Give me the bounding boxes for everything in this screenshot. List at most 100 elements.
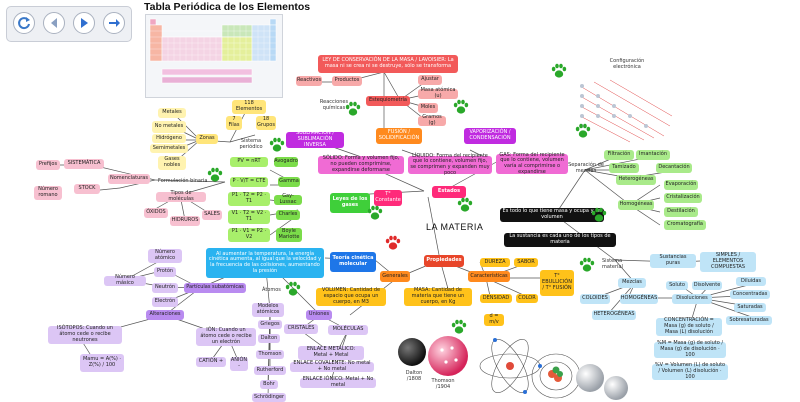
node-particulas[interactable]: Partículas subatómicas	[184, 283, 246, 293]
node-estados[interactable]: Estados	[432, 186, 466, 198]
node-p1-t1[interactable]: P1 · T2 = P2 · T1	[228, 192, 270, 206]
node-cristales[interactable]: CRISTALES	[284, 324, 318, 334]
node-metales[interactable]: Metales	[158, 108, 186, 118]
node-numero-romano[interactable]: Número romano	[34, 186, 62, 200]
node-moles[interactable]: Moles	[418, 103, 438, 113]
node-generales[interactable]: Generales	[380, 271, 410, 282]
node-tamizado[interactable]: Tamizado	[609, 163, 639, 173]
node-charles[interactable]: Charles	[276, 210, 300, 220]
node-anion[interactable]: ANIÓN -	[230, 357, 248, 371]
node-enlace-metalico[interactable]: ENLACE METÁLICO: Metal + Metal	[298, 346, 364, 360]
node-homogeneas-up[interactable]: HOMOGÉNEAS	[620, 294, 658, 304]
node-coloides[interactable]: COLOIDES	[580, 294, 610, 304]
node-filtracion[interactable]: Filtración	[604, 150, 634, 160]
node-vaporizacion[interactable]: VAPORIZACIÓN / CONDENSACIÓN	[464, 128, 516, 144]
node-soluto[interactable]: Soluto	[666, 281, 688, 290]
node-diluidas[interactable]: Diluidas	[736, 277, 766, 286]
node-sales[interactable]: SALES	[202, 210, 222, 220]
node-semimetales[interactable]: Semimetales	[150, 144, 188, 153]
node-no-metales[interactable]: No metales	[152, 121, 186, 133]
node-sistematica[interactable]: SISTEMÁTICA	[64, 159, 104, 169]
node-sustancia[interactable]: La sustancia es cada uno de los tipos de…	[504, 233, 616, 247]
node-sabor[interactable]: SABOR	[514, 258, 538, 267]
node-concentracion[interactable]: CONCENTRACIÓN = Masa (g) de soluto / Mas…	[656, 318, 722, 336]
node-tipos-moleculas[interactable]: Tipos de moléculas	[156, 190, 206, 202]
node-concentradas[interactable]: Concentradas	[730, 290, 770, 299]
node-gases-nobles[interactable]: Gases nobles	[158, 156, 186, 170]
node-t-constante[interactable]: T° Constante	[374, 190, 402, 206]
node-hidruros[interactable]: HIDRUROS	[170, 216, 200, 226]
node-disoluciones[interactable]: Disoluciones	[672, 294, 712, 304]
node-thomson[interactable]: Thomson	[256, 350, 284, 359]
node-masa[interactable]: MASA: Cantidad de materia que tiene un c…	[404, 288, 472, 306]
node-gramos[interactable]: Gramos (g)	[418, 114, 446, 126]
node-propiedades[interactable]: Propiedades	[424, 255, 464, 267]
node-masa-atomica[interactable]: Masa atómica (u)	[418, 87, 458, 99]
node-disolvente[interactable]: Disolvente	[692, 281, 722, 290]
node-hidrogeno[interactable]: Hidrógeno	[152, 134, 186, 143]
forward-icon[interactable]	[103, 12, 125, 34]
node-enlace-ionico[interactable]: ENLACE IÓNICO: Metal + No metal	[300, 376, 376, 388]
node-cation[interactable]: CATIÓN +	[196, 357, 226, 367]
node-teoria-cinetica[interactable]: Teoría cinética molecular	[330, 252, 376, 272]
node-productos[interactable]: Productos	[332, 76, 362, 86]
node-numero-masico[interactable]: Número másico	[104, 274, 146, 286]
node-uniones[interactable]: Uniones	[306, 310, 332, 320]
node-todo-masa[interactable]: Es todo lo que tiene masa y ocupa y un v…	[500, 208, 604, 222]
node-prefijos[interactable]: Prefijos	[36, 160, 60, 170]
node-ajustar[interactable]: Ajustar	[418, 75, 442, 85]
node-zonas[interactable]: Zonas	[196, 134, 218, 144]
node-destilacion[interactable]: Destilación	[664, 207, 698, 217]
node-moleculas[interactable]: MOLÉCULAS	[328, 325, 368, 335]
node-neutron[interactable]: Neutrón	[152, 283, 178, 293]
node-sobresaturadas[interactable]: Sobresaturadas	[726, 316, 772, 325]
node-densidad[interactable]: DENSIDAD	[480, 294, 512, 303]
node-mezclas[interactable]: Mezclas	[618, 278, 646, 288]
back-icon[interactable]	[43, 12, 65, 34]
node-boyle[interactable]: Boyle Mariotte	[276, 228, 302, 242]
node-pv-nrt[interactable]: PV = nRT	[230, 157, 268, 167]
node-ley-conservacion[interactable]: LEY DE CONSERVACIÓN DE LA MASA / LAVOISI…	[318, 55, 458, 73]
node-heterogeneas-up[interactable]: HETEROGÉNEAS	[592, 310, 636, 320]
node-isotopos[interactable]: ISÓTOPOS: Cuando un átomo cede o recibe …	[48, 326, 122, 344]
node-d-mv[interactable]: d = m/v	[484, 313, 504, 326]
node-dureza[interactable]: DUREZA	[480, 258, 510, 267]
node-dalton[interactable]: Dalton	[258, 334, 280, 343]
node-color[interactable]: COLOR	[516, 294, 538, 303]
node-cristalizacion[interactable]: Cristalización	[664, 193, 702, 203]
node-nomenclaturas[interactable]: Nomenclaturas	[108, 174, 150, 184]
node-teoria-desc[interactable]: Al aumentar la temperatura, la energía c…	[206, 248, 324, 278]
node-heterogeneas[interactable]: Heterogéneas	[616, 175, 656, 185]
node-v1-t2[interactable]: V1 · T2 = V2 · T1	[228, 210, 270, 224]
refresh-icon[interactable]	[13, 12, 35, 34]
node-saturadas[interactable]: Saturadas	[734, 303, 766, 312]
node-evaporacion[interactable]: Evaporación	[664, 180, 698, 190]
node-ion[interactable]: IÓN: Cuando un átomo cede o recibe un el…	[196, 328, 256, 346]
node-modelos[interactable]: Modelos atómicos	[252, 303, 284, 317]
node-elementos[interactable]: 118 Elementos	[232, 100, 266, 114]
node-imantacion[interactable]: Imantación	[636, 150, 670, 160]
node-oxidos[interactable]: ÓXIDOS	[144, 208, 168, 218]
node-solido[interactable]: SÓLIDO: Forma y volumen fijo, no pueden …	[318, 156, 404, 174]
node-filas[interactable]: 7 Filas	[226, 116, 242, 130]
node-bohr[interactable]: Bohr	[260, 380, 278, 389]
node-numero-atomico[interactable]: Número atómico	[148, 249, 182, 263]
node-sublimacion[interactable]: SUBLIMACIÓN / SUBLIMACIÓN INVERSA	[286, 131, 344, 148]
node-gamma[interactable]: Gamma	[278, 177, 300, 187]
node-volumen[interactable]: VOLUMEN: Cantidad de espacio que ocupa u…	[316, 288, 386, 306]
node-gas[interactable]: GAS: Forma del recipiente que lo contien…	[496, 152, 568, 175]
node-simples[interactable]: SIMPLES / ELEMENTOS COMPUESTAS	[700, 252, 756, 272]
node-reactivos[interactable]: Reactivos	[296, 76, 322, 86]
node-electron[interactable]: Electrón	[152, 297, 178, 307]
node-cromatografia[interactable]: Cromatografía	[664, 220, 706, 230]
node-liquido[interactable]: LÍQUIDO: Forma del recipiente que lo con…	[408, 153, 492, 176]
node-proton[interactable]: Protón	[154, 267, 176, 277]
node-sustancias-puras[interactable]: Sustancias puras	[650, 254, 696, 268]
node-avogadro[interactable]: Avogadro	[274, 157, 298, 167]
node-grupos[interactable]: 18 Grupos	[256, 116, 276, 130]
node-caracteristicas[interactable]: Características	[468, 271, 510, 282]
node-masa-formula[interactable]: Mamu = A(%) · Z(%) / 100	[80, 354, 124, 372]
node-homogeneas[interactable]: Homogéneas	[618, 200, 654, 210]
node-alteraciones[interactable]: Alteraciones	[146, 310, 184, 320]
node-ebullicion[interactable]: T° EBULLICIÓN / T° FUSIÓN	[540, 270, 574, 296]
